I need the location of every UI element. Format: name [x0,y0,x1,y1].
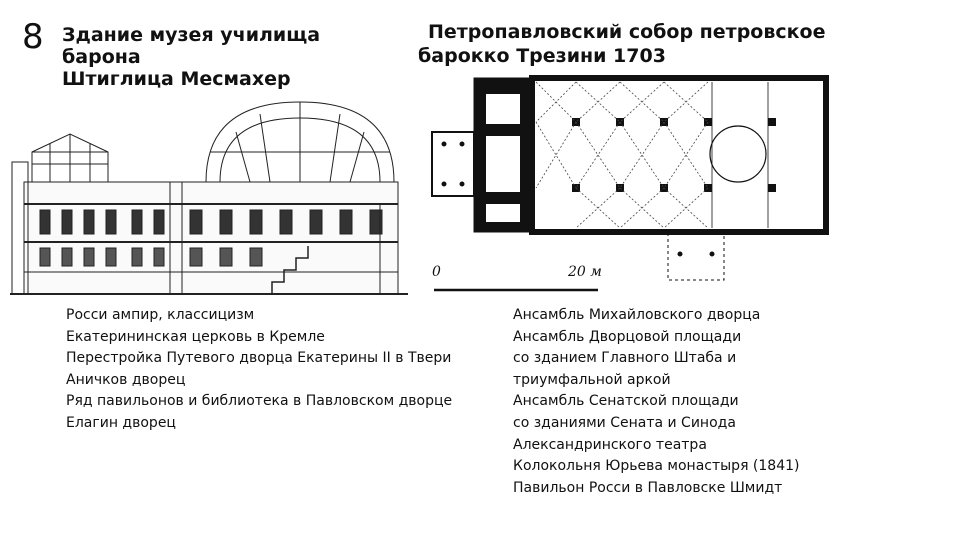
left-heading-line-1: Здание музея училища барона [62,24,321,68]
left-heading-line-2: Штиглица Месмахер [62,68,291,90]
list-item: Ряд павильонов и библиотека в Павловском… [66,393,453,410]
list-item: Перестройка Путевого дворца Екатерины II… [66,350,452,367]
list-item: Екатерининская церковь в Кремле [66,328,325,345]
list-item: Ансамбль Дворцовой площади [513,328,742,345]
list-item: со зданиями Сената и Синода [513,414,736,431]
right-works-list: Ансамбль Михайловского дворца Ансамбль Д… [513,305,933,499]
list-item: Колокольня Юрьева монастыря (1841) [513,458,800,475]
list-item: триумфальной аркой [513,371,671,388]
right-heading: Петропавловский собор петровское барокко… [418,20,838,68]
museum-section-drawing [10,101,408,295]
list-item: Ансамбль Сенатской площади [513,393,739,410]
list-item: Росси ампир, классицизм [66,307,255,323]
cathedral-plan-drawing: 0 20 м [431,75,829,292]
right-heading-line-1: Петропавловский собор петровское [428,21,826,43]
list-item: Ансамбль Михайловского дворца [513,307,761,323]
list-item: Аничков дворец [66,371,186,388]
left-heading: Здание музея училища барона Штиглица Мес… [62,24,402,90]
left-works-list: Росси ампир, классицизм Екатерининская ц… [66,305,486,435]
list-item: Александринского театра [513,436,707,453]
list-item: Павильон Росси в Павловске Шмидт [513,479,783,496]
scale-end-label: 20 м [567,264,602,280]
right-heading-line-2: барокко Трезини 1703 [418,45,666,67]
list-item: Елагин дворец [66,414,176,431]
slide-number: 8 [22,17,44,57]
list-item: со зданием Главного Штаба и [513,350,737,367]
scale-start-label: 0 [432,264,441,280]
